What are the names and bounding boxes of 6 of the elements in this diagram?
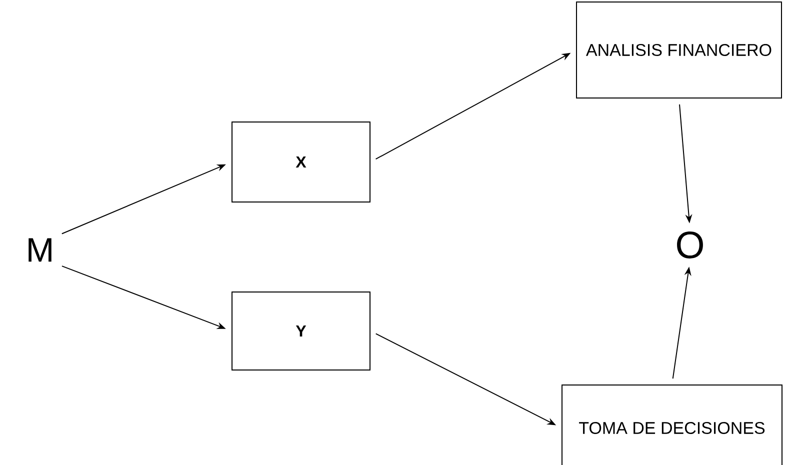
node-label: M — [28, 238, 52, 262]
process-box: Y — [232, 291, 370, 370]
process-box: ANALISIS FINANCIERO — [576, 2, 782, 98]
process-box: TOMA DE DECISIONES — [562, 384, 782, 465]
node-label: O — [677, 232, 703, 258]
process-box: X — [232, 122, 370, 202]
